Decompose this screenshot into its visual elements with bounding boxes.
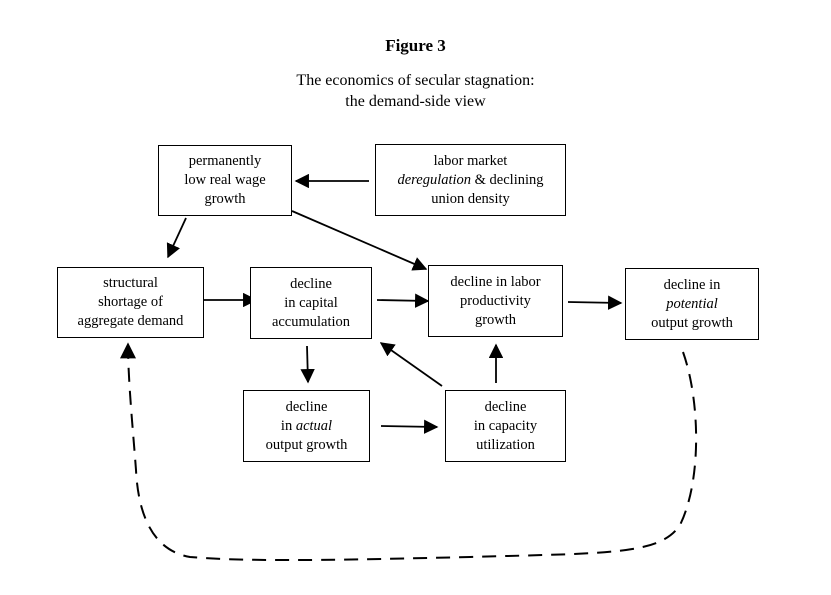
node-labor-market-italic: deregulation	[397, 171, 472, 188]
node-actual-line-2-prefix: in	[280, 417, 296, 434]
node-capacity-line-3: utilization	[476, 436, 535, 453]
node-potential-line-3: output growth	[651, 314, 733, 331]
figure-number: Figure 3	[385, 36, 446, 55]
figure-title-line-2: the demand-side view	[345, 93, 486, 110]
node-structural-shortage-of-aggregate-demand: structural shortage of aggregate demand	[57, 267, 204, 338]
node-decline-in-capital-accumulation: decline in capital accumulation	[250, 267, 372, 339]
node-potential-line-1: decline in	[663, 276, 721, 293]
node-actual-line-1: decline	[285, 398, 328, 415]
node-capital-line-2: in capital	[284, 294, 338, 311]
node-productivity-line-2: productivity	[460, 292, 531, 309]
edge-capital-to-productivity	[376, 293, 430, 308]
edge-actual-to-capacity	[380, 419, 439, 434]
figure-title-line-1: The economics of secular stagnation:	[296, 72, 535, 89]
node-potential-line-2: potential	[666, 295, 718, 312]
node-actual-italic: actual	[295, 417, 333, 434]
node-capital-line-1: decline	[290, 275, 332, 292]
node-capacity-line-2: in capacity	[473, 417, 538, 434]
node-productivity-line-3: growth	[474, 311, 517, 328]
node-actual-line-2: in actual	[281, 417, 332, 436]
edge-low-wage-to-productivity	[291, 210, 428, 271]
edge-low-wage-to-shortage	[166, 217, 187, 259]
node-low-real-wage-growth: permanently low real wage growth	[158, 145, 292, 216]
node-decline-in-labor-productivity-growth: decline in labor productivity growth	[428, 265, 563, 337]
node-low-wage-line-3: growth	[204, 191, 246, 207]
node-shortage-line-3: aggregate demand	[77, 313, 184, 329]
node-decline-in-potential-output-growth: decline in potential output growth	[625, 268, 759, 340]
node-capital-line-3: accumulation	[271, 313, 351, 330]
node-productivity-line-1: decline in labor	[450, 273, 541, 290]
node-capacity-line-1: decline	[484, 398, 527, 415]
node-labor-market-line-1: labor market	[433, 152, 508, 169]
node-low-wage-line-1: permanently	[188, 153, 262, 169]
edge-productivity-to-potential	[567, 295, 623, 310]
edge-potential-to-shortage-dashed	[120, 342, 698, 562]
node-labor-market-line-2-rest: & declining	[471, 171, 544, 188]
figure-title: The economics of secular stagnation: the…	[0, 70, 831, 112]
node-decline-in-capacity-utilization: decline in capacity utilization	[445, 390, 566, 462]
node-labor-market-line-2: deregulation & declining	[397, 171, 543, 190]
node-labor-market-deregulation: labor market deregulation & declining un…	[375, 144, 566, 216]
node-labor-market-line-3: union density	[431, 190, 510, 207]
node-low-wage-line-2: low real wage	[184, 172, 266, 188]
node-shortage-line-2: shortage of	[98, 294, 163, 310]
edge-capacity-to-capital	[379, 342, 443, 387]
edge-capital-to-actual	[300, 345, 315, 384]
node-shortage-line-1: structural	[103, 275, 158, 291]
node-decline-in-actual-output-growth: decline in actual output growth	[243, 390, 370, 462]
node-actual-line-3: output growth	[265, 436, 348, 453]
